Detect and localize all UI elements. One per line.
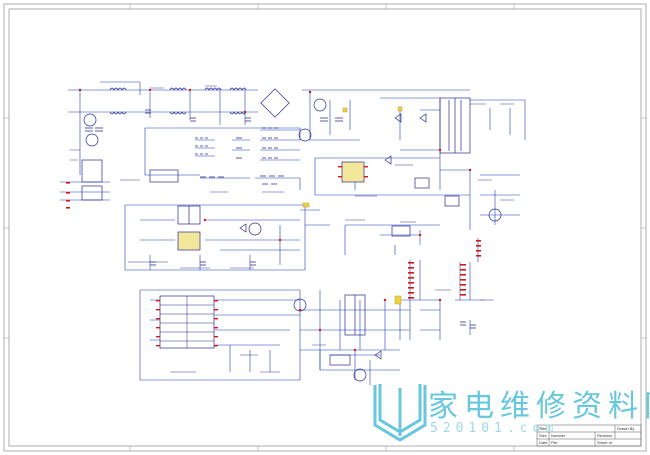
llc-transformer — [344, 294, 366, 336]
connector-cn-a — [408, 262, 414, 299]
transistors — [83, 98, 502, 382]
title-block-size: Size — [539, 433, 547, 438]
highlight-markers — [302, 106, 403, 305]
book-logo — [373, 384, 427, 442]
connector-cn-b — [460, 264, 466, 296]
capacitors — [85, 109, 476, 329]
bridge-rectifier — [260, 88, 290, 118]
connector-cn-c — [476, 240, 481, 257]
wiring — [60, 81, 526, 385]
choke-coils — [109, 87, 247, 115]
watermark-url: 520101.com — [430, 421, 559, 436]
tiny-labels — [70, 85, 514, 373]
components — [81, 87, 502, 382]
mains-input-block — [81, 159, 103, 201]
optocouplers — [149, 169, 460, 366]
main-transformer — [439, 97, 471, 154]
title-block-sheet: Sheet of — [597, 440, 612, 445]
ic-chips — [159, 161, 365, 349]
watermark-title: 家电维修资料网 — [428, 389, 650, 424]
title-block-number: Number — [551, 433, 566, 438]
drawing-frame — [3, 3, 647, 452]
standby-pwm-ic — [177, 231, 201, 251]
title-block — [536, 424, 642, 447]
junctions — [78, 88, 472, 352]
connector-pins — [66, 166, 481, 347]
title-block-revision: Revision — [597, 433, 613, 438]
title-block-date: Date — [539, 440, 548, 445]
pfc-controller-ic — [341, 161, 365, 183]
passive-rows — [195, 127, 284, 185]
title-block-title: Title — [539, 426, 547, 431]
diodes — [239, 113, 427, 360]
title-block-file: File — [551, 440, 558, 445]
connector-left — [66, 182, 70, 209]
ic-pin-marks — [156, 166, 368, 347]
title-block-drawn-by: Drawn By — [617, 426, 635, 431]
standby-transformer — [177, 205, 201, 225]
